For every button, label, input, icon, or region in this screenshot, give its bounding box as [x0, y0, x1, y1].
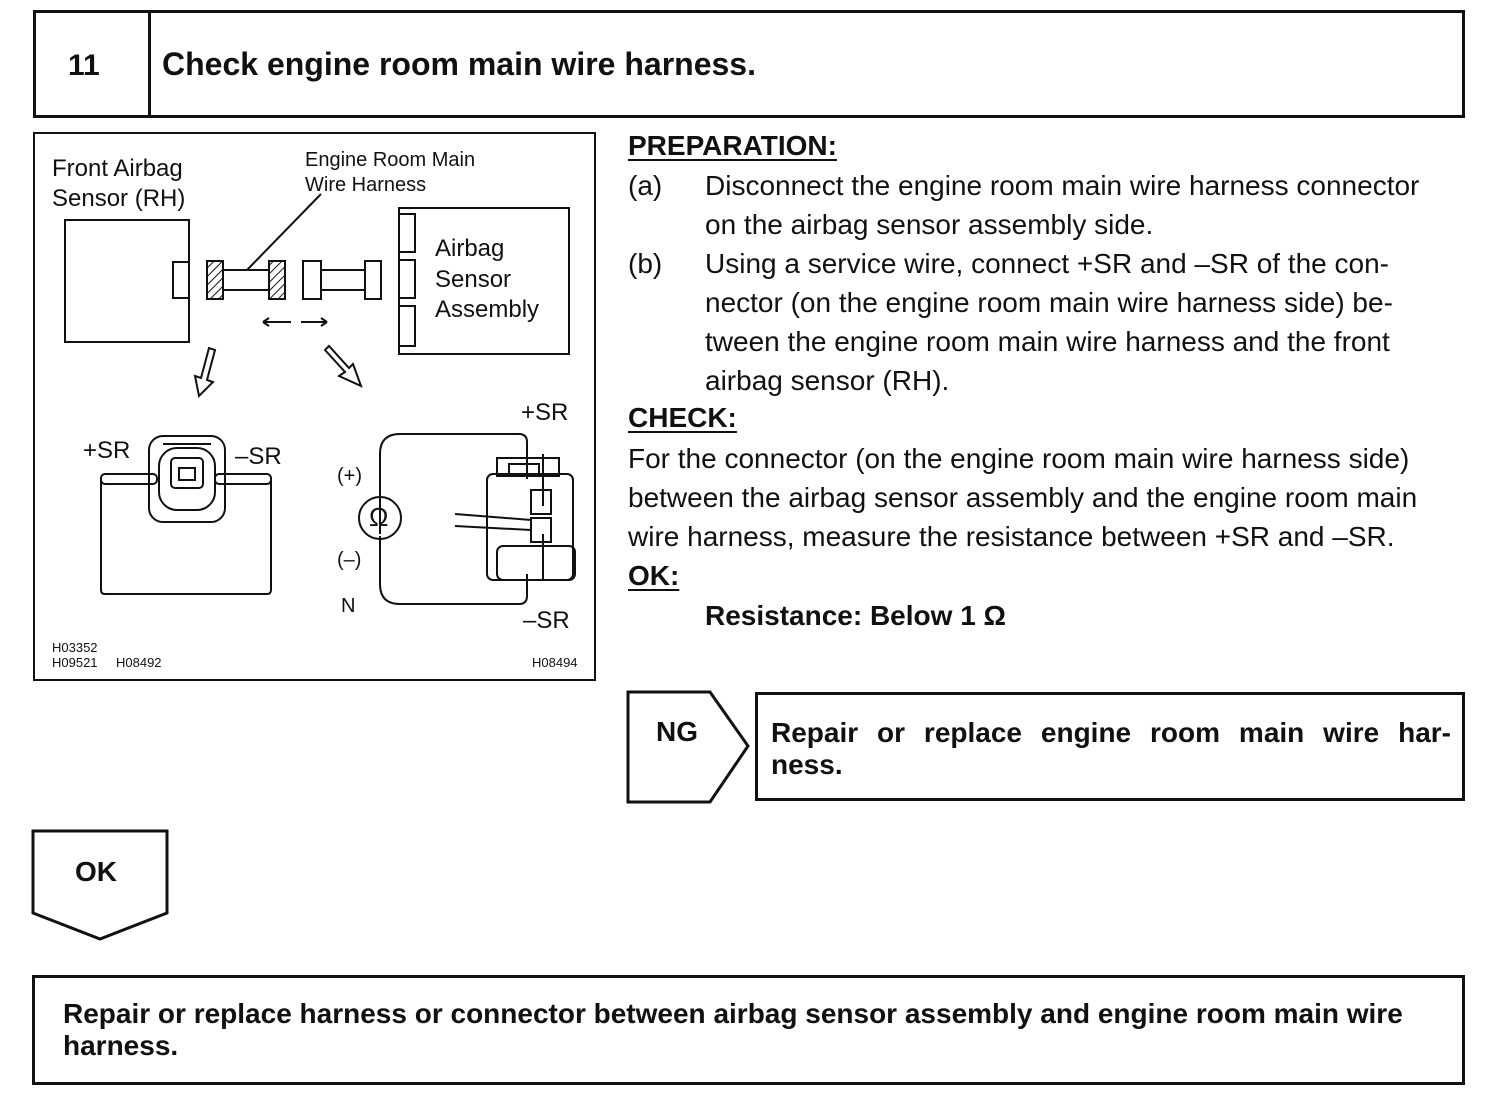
minus-sr-label-right: –SR — [523, 607, 570, 634]
figure-code-2: H09521 — [52, 655, 98, 670]
preparation-heading: PREPARATION: — [628, 130, 837, 161]
front-sensor-port — [172, 261, 190, 299]
front-sensor-label-2: Sensor (RH) — [52, 185, 186, 212]
step-a-label: (a) — [628, 170, 663, 201]
ohmmeter-circle — [358, 496, 402, 540]
step-number: 11 — [68, 49, 100, 82]
left-connector-body — [148, 435, 226, 523]
harness-wire-left — [222, 269, 270, 291]
step-b-line-4: airbag sensor (RH). — [705, 365, 950, 396]
sensor-wire — [320, 269, 366, 291]
step-b-line-3: tween the engine room main wire harness … — [705, 326, 1390, 357]
assembly-label-2: Sensor — [435, 266, 512, 293]
check-line-1: For the connector (on the engine room ma… — [628, 443, 1410, 474]
check-line-2: between the airbag sensor assembly and t… — [628, 482, 1418, 513]
down-arrow-right — [323, 344, 363, 388]
sensor-connector-left — [302, 260, 322, 300]
step-b-line-2: nector (on the engine room main wire har… — [705, 287, 1393, 318]
ok-branch-label: OK — [75, 856, 117, 887]
plus-sign-label: (+) — [337, 465, 362, 487]
figure-code-1: H03352 — [52, 640, 98, 655]
harness-label-1: Engine Room Main — [305, 149, 476, 171]
final-result-box: Repair or replace harness or connector b… — [32, 975, 1465, 1085]
step-a-line-1: Disconnect the engine room main wire har… — [705, 170, 1420, 201]
resistance-spec: Resistance: Below 1 Ω — [705, 600, 1006, 631]
ok-arrow-shape — [31, 829, 169, 941]
step-a-line-2: on the airbag sensor assembly side. — [705, 209, 1154, 240]
ng-label: NG — [656, 716, 698, 747]
wiring-diagram — [64, 193, 576, 605]
plus-sr-label-left: +SR — [83, 437, 131, 464]
step-b-line-1: Using a service wire, connect +SR and –S… — [705, 248, 1390, 279]
ng-result-box: Repair or replace engine room main wire … — [755, 692, 1465, 801]
figure-code-3: H08492 — [116, 655, 162, 670]
figure-code-4: H08494 — [532, 655, 578, 670]
harness-connector-mid — [268, 260, 286, 300]
ohm-symbol: Ω — [369, 502, 389, 532]
check-line-3: wire harness, measure the resistance bet… — [628, 521, 1395, 552]
ng-result-text: Repair or replace engine room main wire … — [771, 717, 1451, 780]
minus-sign-label: (–) — [337, 549, 362, 571]
left-loop-wire — [100, 480, 272, 595]
step-title: Check engine room main wire harness. — [162, 46, 756, 82]
ng-arrow-shape — [626, 690, 750, 804]
front-sensor-label-1: Front Airbag — [52, 155, 183, 182]
harness-connector-left — [206, 260, 224, 300]
assembly-label-3: Assembly — [435, 296, 540, 323]
n-label: N — [341, 595, 356, 617]
wiring-figure: Front Airbag Sensor (RH) Engine Room Mai… — [33, 132, 596, 681]
harness-leader-line — [246, 193, 322, 271]
sensor-connector-right — [364, 260, 382, 300]
minus-sr-label-left: –SR — [235, 443, 282, 470]
plus-sr-label-right: +SR — [521, 399, 569, 426]
final-result-text: Repair or replace harness or connector b… — [63, 998, 1403, 1061]
ok-heading: OK: — [628, 560, 680, 591]
step-b-label: (b) — [628, 248, 663, 279]
down-arrow-left — [193, 346, 217, 399]
step-header: 11 Check engine room main wire harness. — [33, 10, 1465, 118]
assembly-label-1: Airbag — [435, 235, 505, 262]
check-heading: CHECK: — [628, 402, 737, 433]
header-divider — [148, 13, 151, 115]
front-sensor-body — [64, 219, 190, 343]
meter-top-wire — [427, 433, 528, 479]
meter-bottom-wire — [379, 536, 528, 605]
harness-label-2: Wire Harness — [305, 174, 427, 196]
